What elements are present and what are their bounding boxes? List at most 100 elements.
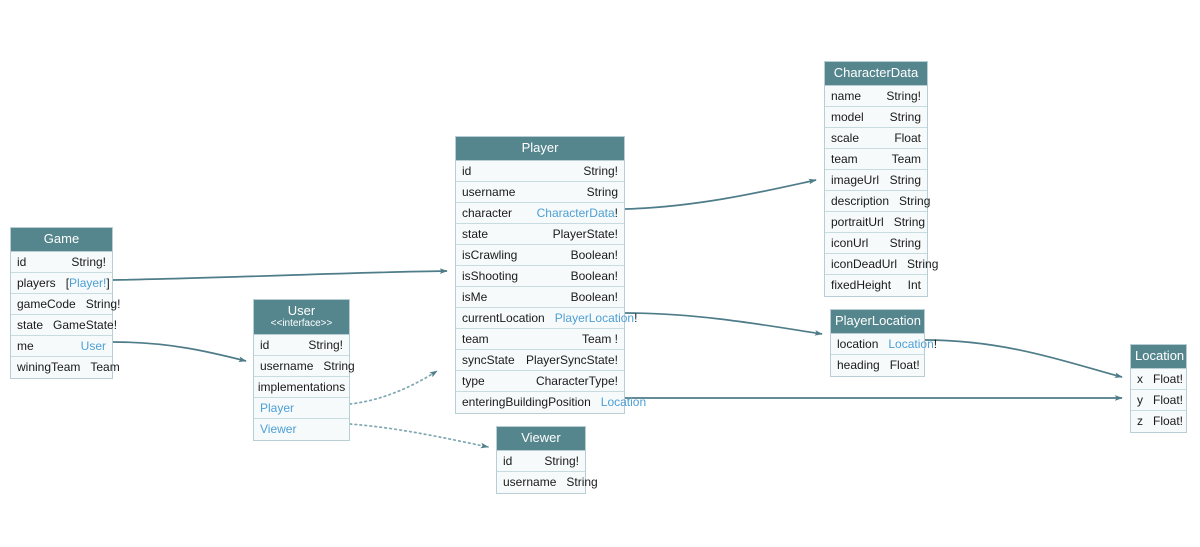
type-link[interactable]: Player!	[69, 275, 107, 290]
field-type: String!	[71, 254, 106, 269]
field-name: isMe	[462, 289, 488, 304]
edge-game-players-to-player	[112, 268, 448, 281]
entity-header-location: Location	[1131, 345, 1186, 369]
field-type: Float!	[1153, 414, 1184, 428]
type-link[interactable]: Location	[888, 336, 934, 351]
type-nonnull-marker: !	[634, 310, 638, 325]
field-name: isShooting	[462, 268, 519, 283]
field-type: String	[899, 193, 931, 208]
field-type: Float!	[1153, 392, 1184, 407]
field-type: CharacterData!	[536, 205, 618, 220]
entity-title: Viewer	[521, 430, 561, 445]
field-type: String	[889, 172, 921, 187]
field-name: username	[260, 358, 314, 373]
entity-header-characterdata: CharacterData	[825, 62, 927, 86]
field-row-characterdata-portraiturl[interactable]: portraitUrl String	[825, 212, 927, 233]
field-name: id	[462, 163, 472, 178]
field-name: username	[503, 475, 557, 489]
field-type: CharacterType!	[535, 373, 618, 388]
field-name: gameCode	[17, 296, 76, 311]
field-row-user-viewer[interactable]: Viewer	[254, 419, 349, 440]
field-row-user-implementations[interactable]: implementations	[254, 377, 349, 398]
edge-game-me-to-user	[112, 341, 247, 362]
field-name: portraitUrl	[831, 214, 884, 229]
field-row-player-id[interactable]: id String!	[456, 161, 624, 182]
field-name: id	[503, 453, 513, 468]
field-row-user-player[interactable]: Player	[254, 398, 349, 419]
field-name: imageUrl	[831, 172, 880, 187]
field-name: winingTeam	[17, 360, 81, 374]
field-name: username	[462, 184, 516, 199]
entity-title: Location	[1135, 348, 1185, 363]
field-type: User	[80, 338, 106, 353]
entity-header-playerlocation: PlayerLocation	[831, 310, 924, 334]
type-bracket-open: [	[65, 275, 70, 290]
type-link[interactable]: CharacterData	[536, 205, 615, 220]
field-name: Viewer	[260, 422, 297, 436]
entity-stereotype: <<interface>>	[270, 318, 333, 329]
field-name: type	[462, 373, 485, 388]
entity-header-viewer: Viewer	[497, 427, 585, 451]
field-type: Float!	[889, 358, 920, 372]
field-type: String!	[583, 163, 618, 178]
edge-player-character-to-characterdata	[624, 178, 817, 210]
field-type: String!	[886, 88, 921, 103]
type-link[interactable]: Location	[600, 395, 647, 409]
field-name: enteringBuildingPosition	[462, 395, 591, 409]
type-link[interactable]: PlayerLocation	[554, 310, 635, 325]
field-name: fixedHeight	[831, 278, 892, 292]
type-link[interactable]: User	[80, 338, 106, 353]
entity-title: Player	[521, 140, 559, 155]
field-row-characterdata-imageurl[interactable]: imageUrl String	[825, 170, 927, 191]
field-row-player-enteringbuildingposition[interactable]: enteringBuildingPosition Location	[456, 392, 646, 413]
field-type: String	[893, 214, 926, 229]
field-row-player-type[interactable]: type CharacterType!	[456, 371, 624, 392]
field-name: scale	[831, 130, 860, 145]
type-nonnull-marker: !	[614, 205, 618, 220]
field-row-game-players[interactable]: players[Player!]	[11, 273, 112, 294]
field-type: String	[566, 475, 598, 489]
field-name: id	[260, 337, 270, 352]
field-name: team	[462, 331, 489, 346]
field-row-viewer-username[interactable]: username String	[497, 472, 598, 493]
entity-header-player: Player	[456, 137, 624, 161]
